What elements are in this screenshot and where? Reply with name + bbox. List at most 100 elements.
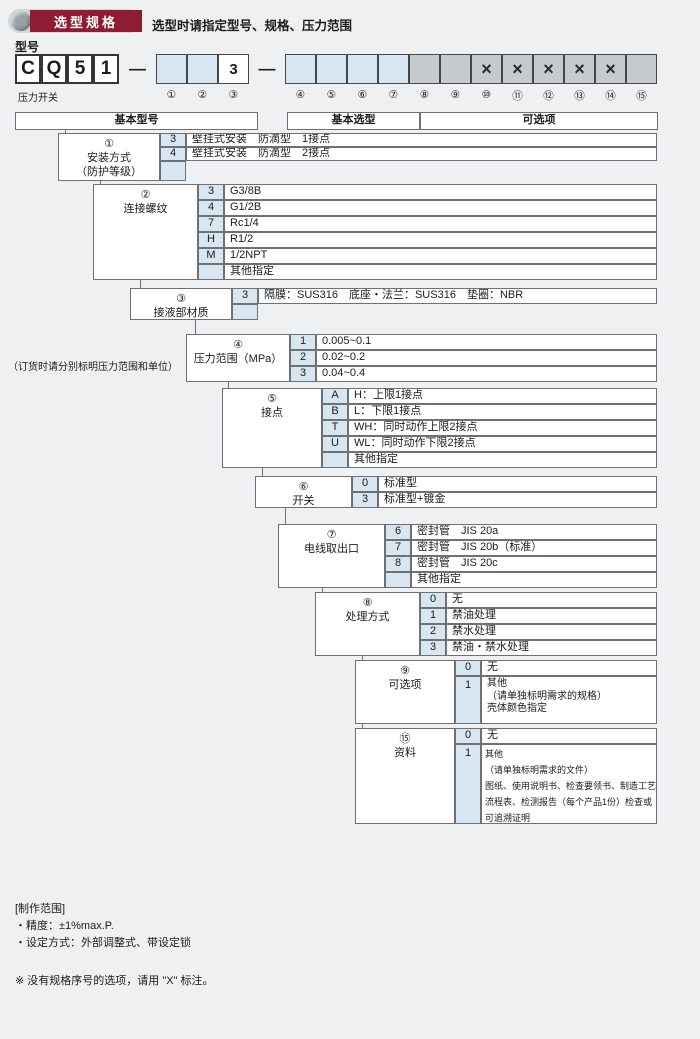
model-char-box: C: [15, 54, 41, 84]
option-desc-cell: H：上限1接点: [348, 388, 657, 404]
model-label: 型号: [15, 40, 40, 54]
group-name: 接点: [261, 407, 283, 419]
option-code-cell: 1: [290, 334, 316, 350]
connector-line: [285, 508, 286, 524]
option-code-cell: 4: [198, 200, 224, 216]
model-slot-10: ×: [471, 54, 502, 84]
option-code-cell: 8: [385, 556, 411, 572]
option-code-cell: 1: [420, 608, 446, 624]
group-number: ⑧: [362, 597, 373, 609]
option-desc-cell: 其他 （请单独标明需求的文件） 图纸、使用说明书、检查要领书、制造工艺 流程表、…: [481, 744, 657, 824]
position-number: ⑭: [605, 89, 616, 102]
option-desc-cell: 0.005~0.1: [316, 334, 657, 350]
option-code-cell: 0: [352, 476, 378, 492]
model-dash: —: [258, 59, 276, 78]
connector-line: [228, 382, 229, 388]
option-code-cell: 3: [290, 366, 316, 382]
position-number: ⑤: [326, 89, 337, 101]
option-desc-cell: 无: [481, 660, 657, 676]
model-slot-9: [440, 54, 471, 84]
option-desc-cell: G1/2B: [224, 200, 657, 216]
option-code-cell: 7: [385, 540, 411, 556]
group-name: 资料: [394, 747, 416, 759]
badge-circle-icon: [11, 11, 31, 31]
option-desc-cell: WL：同时动作下限2接点: [348, 436, 657, 452]
option-desc-cell: 禁油处理: [446, 608, 657, 624]
option-code-cell: B: [322, 404, 348, 420]
option-code-cell: 0: [455, 728, 481, 744]
optional-header: 可选项: [420, 112, 658, 130]
model-slot-6: [347, 54, 378, 84]
empty-code-cell: [232, 304, 258, 320]
option-code-cell: 3: [232, 288, 258, 304]
model-slot-5: [316, 54, 347, 84]
model-slot-12: ×: [533, 54, 564, 84]
scope-line: ・设定方式：外部调整式、带设定锁: [15, 937, 191, 949]
option-code-cell: 4: [160, 147, 186, 161]
model-slot-13: ×: [564, 54, 595, 84]
option-code-cell: 2: [420, 624, 446, 640]
basic-model-header: 基本型号: [15, 112, 258, 130]
option-code-cell: T: [322, 420, 348, 436]
group-thread: ② 连接螺纹: [93, 184, 198, 280]
group-contact: ⑤ 接点: [222, 388, 322, 468]
section-badge: 选型规格: [30, 10, 142, 32]
group-name: 接液部材质: [153, 307, 209, 319]
group-name: 压力范围（MPa）: [193, 353, 283, 365]
position-number: ①: [166, 89, 177, 101]
option-code-cell: 2: [290, 350, 316, 366]
group-number: ⑮: [399, 733, 411, 745]
connector-line: [195, 320, 196, 334]
group-number: ①: [104, 138, 114, 150]
model-slot-15: [626, 54, 657, 84]
group-name: 安装方式 （防护等级）: [76, 152, 142, 178]
model-slot-1: [156, 54, 187, 84]
option-desc-cell: 密封管 JIS 20c: [411, 556, 657, 572]
option-desc-cell: 标准型: [378, 476, 657, 492]
option-desc-cell: G3/8B: [224, 184, 657, 200]
position-number: ⑥: [357, 89, 368, 101]
option-desc-cell: 禁油・禁水处理: [446, 640, 657, 656]
group-treatment: ⑧ 处理方式: [315, 592, 420, 656]
group-mounting: ① 安装方式 （防护等级）: [58, 133, 160, 181]
position-number: ⑩: [481, 89, 492, 101]
group-pressure-range: ④ 压力范围（MPa）: [186, 334, 290, 382]
option-code-cell: 7: [198, 216, 224, 232]
connector-line: [65, 130, 66, 133]
option-desc-cell: 其他指定: [348, 452, 657, 468]
model-char-box: 1: [93, 54, 119, 84]
position-number: ⑧: [419, 89, 430, 101]
group-name: 开关: [292, 495, 315, 507]
group-switch: ⑥ 开关: [255, 476, 352, 508]
group-name: 处理方式: [345, 611, 390, 623]
basic-selection-header: 基本选型: [287, 112, 420, 130]
option-desc-cell: L：下限1接点: [348, 404, 657, 420]
connector-line: [262, 468, 263, 476]
option-desc-cell: 标准型+镀金: [378, 492, 657, 508]
model-slot-8: [409, 54, 440, 84]
group-wire-outlet: ⑦ 电线取出口: [278, 524, 385, 588]
connector-line: [362, 724, 363, 728]
option-code-cell: 0: [455, 660, 481, 676]
group-number: ⑦: [326, 529, 337, 541]
option-desc-cell: 0.02~0.2: [316, 350, 657, 366]
model-dash: —: [129, 59, 146, 78]
empty-code-cell: [160, 161, 186, 181]
position-number: ③: [228, 89, 239, 101]
option-code-cell: [322, 452, 348, 468]
scope-line: ・精度：±1%max.P.: [15, 920, 114, 932]
option-code-cell: U: [322, 436, 348, 452]
group-name: 电线取出口: [304, 543, 359, 555]
option-code-cell: 6: [385, 524, 411, 540]
group-wetted-material: ③ 接液部材质: [130, 288, 232, 320]
model-char-box: 5: [67, 54, 93, 84]
group-number: ③: [176, 293, 186, 305]
connector-line: [322, 588, 323, 592]
model-slot-14: ×: [595, 54, 626, 84]
option-code-cell: M: [198, 248, 224, 264]
position-number: ④: [295, 89, 306, 101]
position-number: ⑨: [450, 89, 461, 101]
model-slot-7: [378, 54, 409, 84]
group-number: ②: [140, 189, 151, 201]
